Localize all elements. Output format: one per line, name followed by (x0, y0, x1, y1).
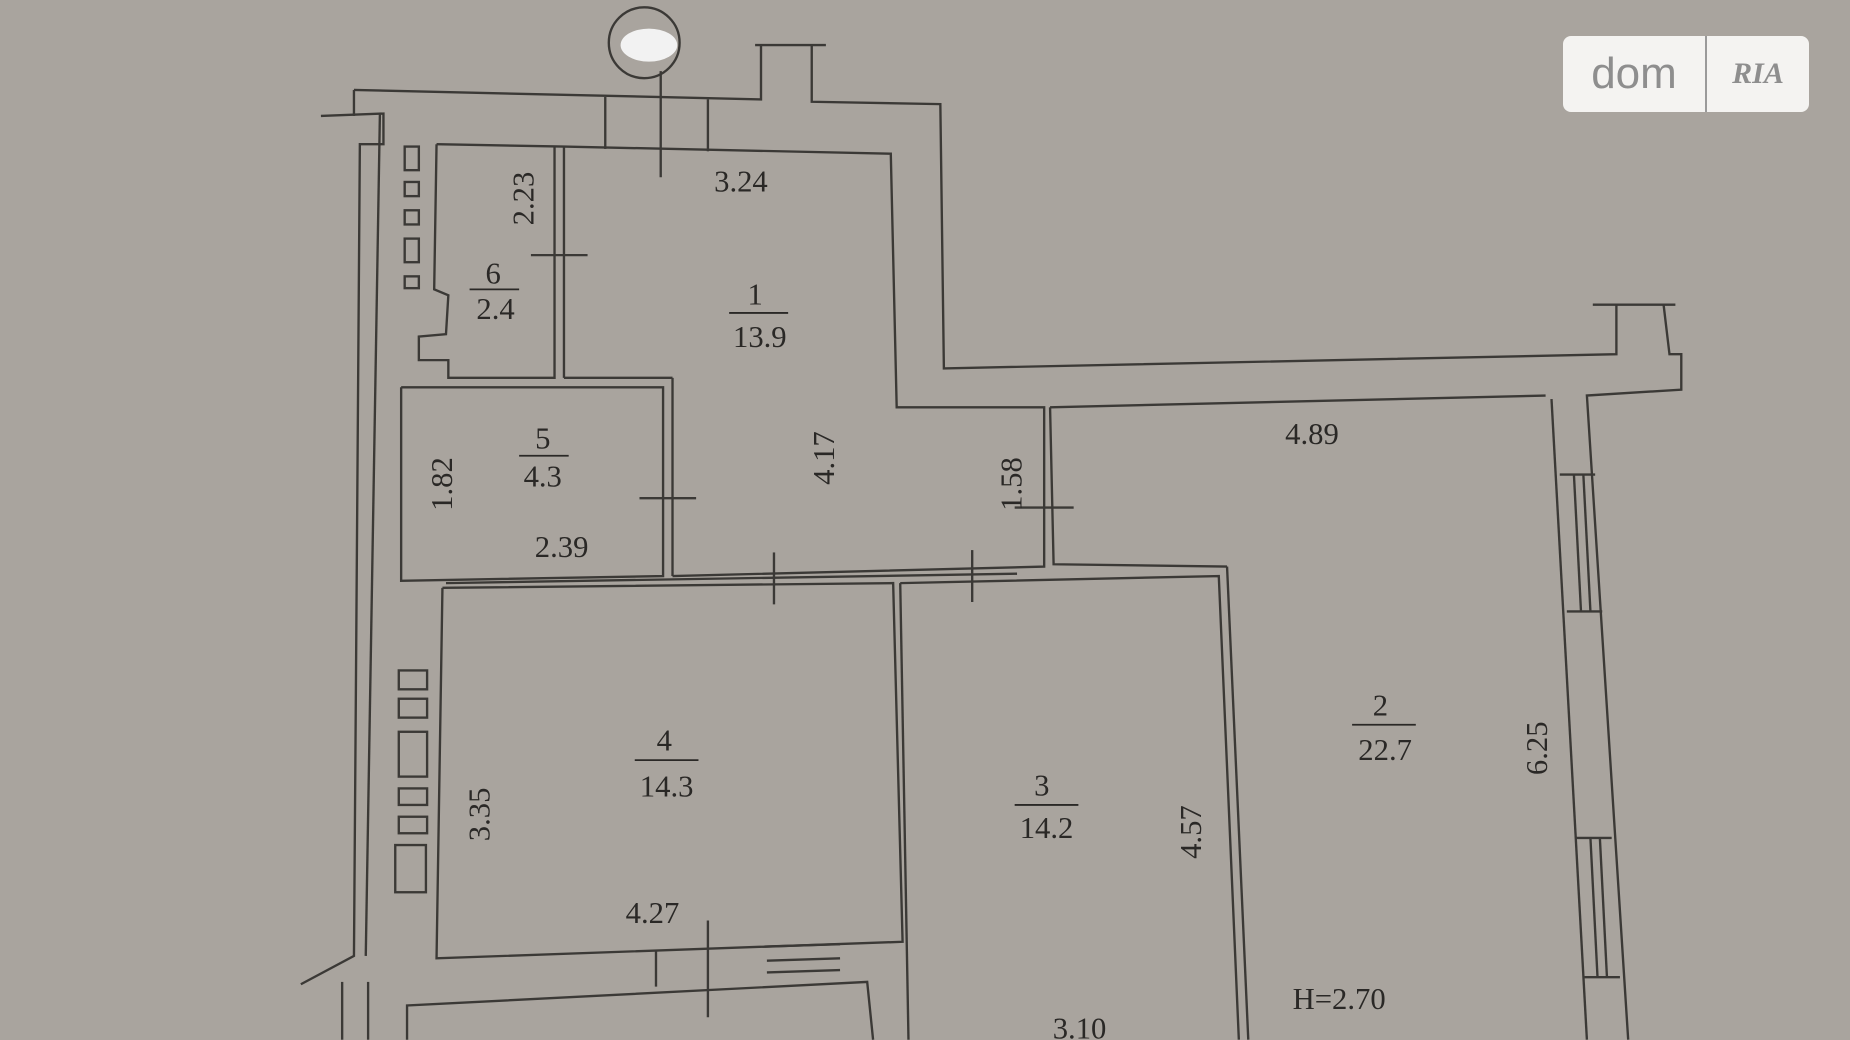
ceiling-height: H=2.70 (1293, 982, 1386, 1016)
room-3-number: 3 (1034, 768, 1049, 802)
room-4-area: 14.3 (640, 770, 694, 804)
room-6-number: 6 (486, 256, 501, 290)
dim-6-25: 6.25 (1520, 721, 1554, 775)
dimension-labels: 3.24 2.23 4.17 1.58 1.82 2.39 4.89 6.25 … (425, 164, 1554, 1040)
room-1-number: 1 (747, 278, 762, 312)
domria-logo: dom RIA (1563, 36, 1809, 112)
room-5-number: 5 (535, 422, 550, 456)
room-6-area: 2.4 (476, 292, 514, 326)
dim-3-10: 3.10 (1053, 1012, 1107, 1040)
logo-divider (1705, 36, 1707, 112)
dim-4-17: 4.17 (807, 431, 841, 485)
room-2-number: 2 (1373, 688, 1388, 722)
dim-3-24: 3.24 (714, 164, 768, 198)
walls (300, 6, 1683, 1040)
redaction-mark (620, 28, 678, 62)
logo-ria-text: RIA (1732, 57, 1784, 90)
dim-4-57: 4.57 (1174, 805, 1208, 859)
dim-1-82: 1.82 (425, 457, 459, 511)
dim-1-58: 1.58 (995, 457, 1029, 511)
room-1-area: 13.9 (733, 320, 787, 354)
logo-dom-text: dom (1591, 49, 1677, 98)
room-5-area: 4.3 (524, 459, 562, 493)
dim-2-23: 2.23 (506, 172, 540, 226)
dim-3-35: 3.35 (463, 788, 497, 842)
room-2-area: 22.7 (1358, 733, 1412, 767)
dim-2-39: 2.39 (535, 530, 589, 564)
dim-4-27: 4.27 (626, 896, 680, 930)
room-4-number: 4 (657, 724, 672, 758)
room-3-area: 14.2 (1020, 811, 1074, 845)
dim-4-89: 4.89 (1285, 417, 1339, 451)
room-labels: 6 2.4 1 13.9 5 4.3 4 14.3 3 14.2 2 22.7 (469, 256, 1416, 845)
